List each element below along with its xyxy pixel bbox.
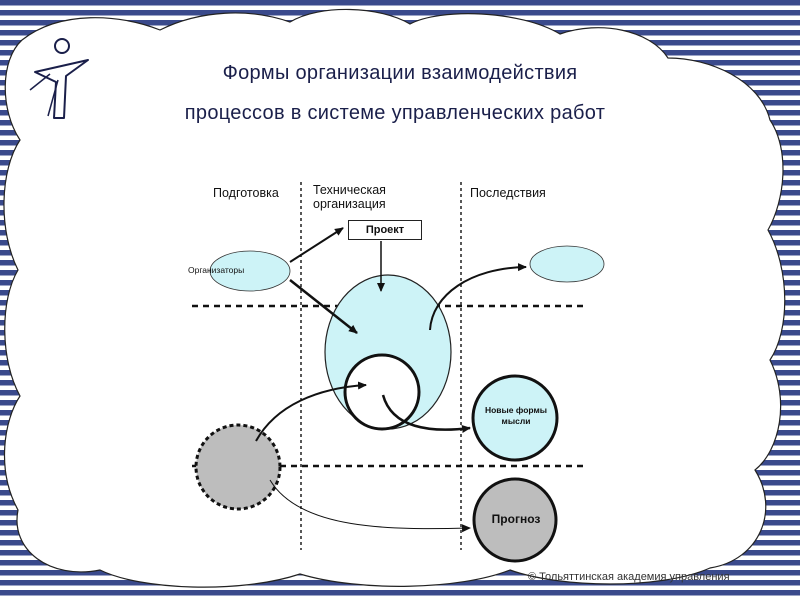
arrow-center-consequences [429,263,527,331]
project-box: Проект [348,220,422,240]
logo-figure-icon [29,38,89,119]
column-header-preparation: Подготовка [213,186,279,200]
slide-title-line-1: Формы организации взаимодействия [222,62,578,84]
inner-circle [343,353,421,431]
organizers-label: Организаторы [188,265,245,275]
arrow-organizers-project [289,227,344,263]
arrow-inner-newforms [381,394,471,433]
column-header-technical: Техническая организация [313,183,386,211]
arrow-organizers-center [289,279,358,334]
slide-title-line-2: процессов в системе управленческих работ [184,102,606,124]
organizers-ellipse [209,250,291,292]
gray-source-circle [194,423,282,511]
new-forms-label: Новые формы мысли [484,405,548,426]
forecast-label: Прогноз [491,512,541,526]
arrow-gray-forecast [269,479,471,533]
forecast-circle [472,477,558,563]
consequences-ellipse [529,245,605,283]
copyright-footer: © Тольяттинская академия управления [528,571,730,583]
column-header-consequences: Последствия [470,186,546,200]
arrow-gray-inner [255,381,367,442]
new-forms-circle [471,374,559,462]
